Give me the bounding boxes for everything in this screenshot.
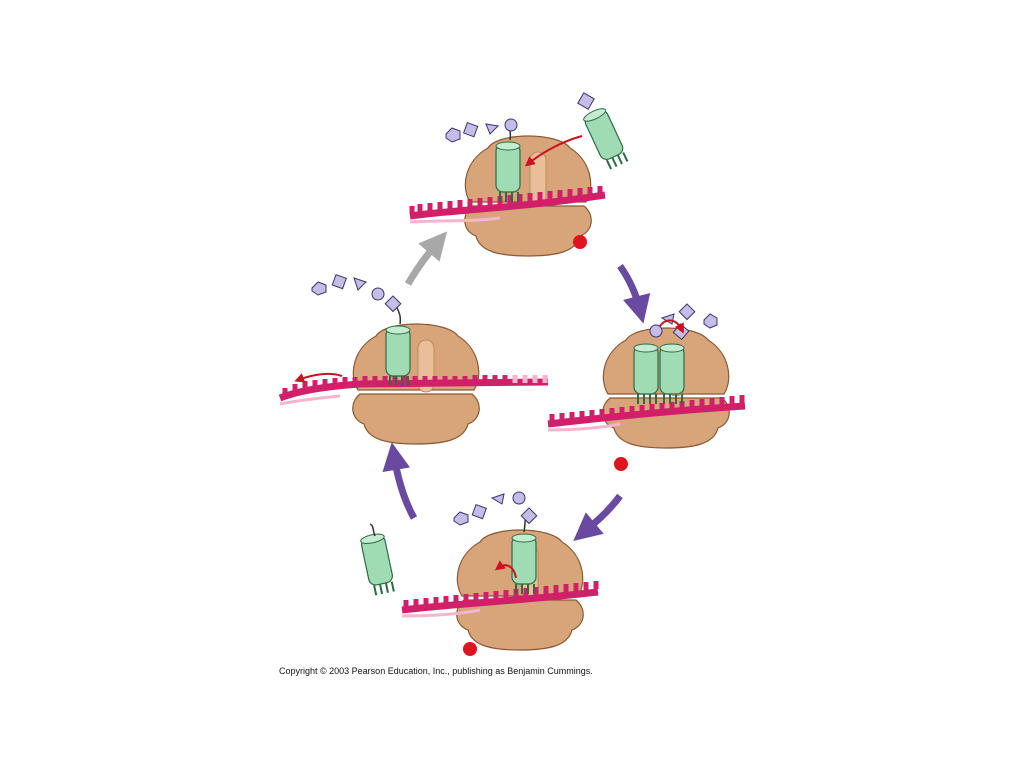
- incoming-trna: [577, 92, 631, 172]
- marker-dot: [573, 235, 587, 249]
- peptide-transfer-arrow: [659, 319, 684, 334]
- polypeptide-chain: [311, 273, 402, 325]
- stage-right: [547, 303, 746, 471]
- cycle-arrow-right-to-bottom: [573, 493, 623, 541]
- mrna-strand: [401, 581, 599, 618]
- mrna-movement-arrow: [294, 372, 343, 383]
- outgoing-trna: [358, 523, 397, 598]
- incoming-trna-body: [581, 105, 631, 172]
- copyright-notice: Copyright © 2003 Pearson Education, Inc.…: [279, 666, 593, 676]
- trna-p-site: [633, 343, 659, 405]
- marker-dot: [463, 642, 477, 656]
- mrna-strand: [278, 375, 549, 406]
- incoming-arrow: [524, 135, 583, 167]
- cycle-arrow-bottom-to-left: [382, 442, 418, 520]
- polypeptide-chain: [445, 118, 518, 143]
- outgoing-trna-body: [358, 531, 397, 598]
- mrna-strand: [409, 186, 606, 224]
- translocation-arrow: [494, 560, 517, 579]
- cycle-arrow-top-to-right: [617, 263, 651, 324]
- stage-left: [278, 273, 549, 445]
- marker-dot: [614, 457, 628, 471]
- cycle-arrow-left-to-top: [404, 231, 448, 286]
- mrna-strand: [547, 395, 746, 432]
- stage-bottom: [358, 491, 599, 656]
- stage-top: [409, 92, 631, 257]
- polypeptide-chain: [649, 303, 718, 341]
- polypeptide-chain: [453, 491, 538, 533]
